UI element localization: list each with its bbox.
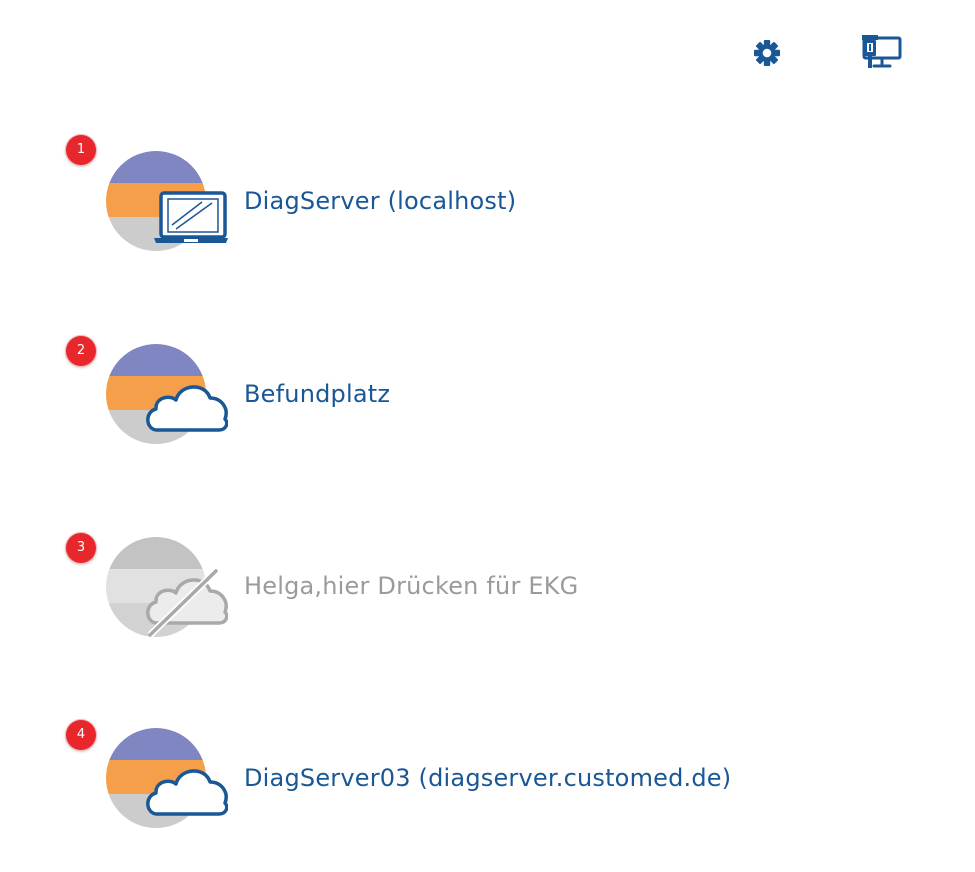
settings-button[interactable]	[751, 37, 783, 69]
network-monitor-icon	[862, 35, 902, 68]
server-number-badge: 4	[66, 720, 96, 750]
cloud-icon	[146, 385, 228, 432]
server-number-badge: 3	[66, 533, 96, 563]
server-name: Helga,hier Drücken für EKG	[244, 572, 579, 600]
server-item-befundplatz[interactable]: 2 Befundplatz	[66, 336, 826, 446]
cloud-icon	[146, 769, 228, 816]
server-name: Befundplatz	[244, 380, 391, 408]
cloud-off-icon	[146, 568, 228, 638]
server-avatar	[106, 726, 228, 830]
laptop-icon	[154, 191, 228, 243]
connection-button[interactable]	[861, 34, 903, 70]
server-name: DiagServer (localhost)	[244, 187, 517, 215]
server-avatar	[106, 535, 228, 639]
gear-icon	[754, 40, 780, 66]
server-name: DiagServer03 (diagserver.customed.de)	[244, 764, 732, 792]
server-avatar	[106, 342, 228, 446]
server-item-localhost[interactable]: 1	[66, 135, 826, 251]
server-number-badge: 1	[66, 135, 96, 165]
server-number-badge: 2	[66, 336, 96, 366]
server-item-helga[interactable]: 3 Hel	[66, 533, 826, 643]
server-item-diagserver03[interactable]: 4 DiagServer03 (diagserver.cust	[66, 720, 826, 830]
server-avatar	[106, 149, 228, 253]
